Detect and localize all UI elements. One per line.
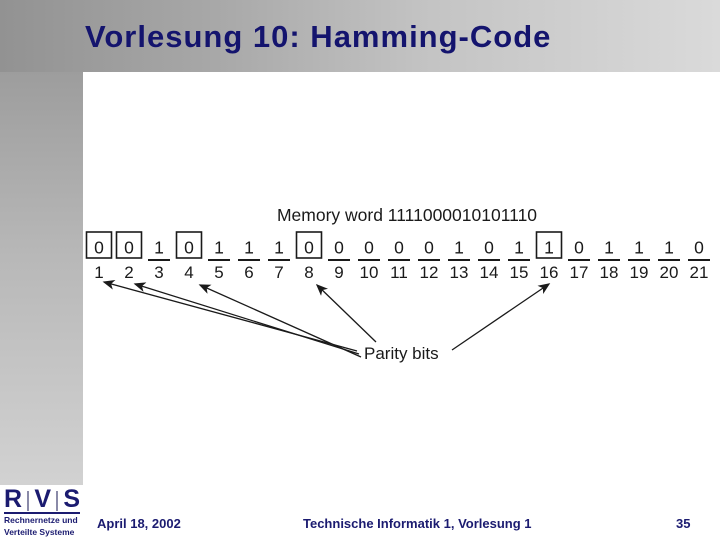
bit-position-number: 9 — [334, 263, 343, 282]
bit-digit: 1 — [274, 238, 284, 258]
bit-digit: 1 — [214, 238, 224, 258]
bit-position-number: 13 — [450, 263, 469, 282]
parity-arrow — [315, 283, 377, 343]
bit-position-number: 20 — [660, 263, 679, 282]
slide-title: Vorlesung 10: Hamming-Code — [85, 19, 552, 54]
bit-position-number: 3 — [154, 263, 163, 282]
bit-digit: 0 — [484, 238, 494, 258]
rvs-logo: R V S Rechnernetze und Verteilte Systeme — [4, 487, 84, 537]
parity-arrows — [102, 279, 551, 358]
bit-digit: 0 — [94, 238, 104, 258]
bit-digit: 1 — [604, 238, 614, 258]
logo-letter-s: S — [63, 485, 80, 513]
bit-digit: 1 — [664, 238, 674, 258]
parity-bit-box — [535, 231, 563, 259]
bit-digit: 0 — [334, 238, 344, 258]
bit-digit: 0 — [424, 238, 434, 258]
bit-digit: 1 — [514, 238, 524, 258]
parity-arrow — [102, 279, 358, 352]
bit-position-number: 6 — [244, 263, 253, 282]
bit-position-number: 5 — [214, 263, 223, 282]
bit-digit: 1 — [544, 238, 554, 258]
bit-position-number: 15 — [510, 263, 529, 282]
logo-subtitle-line1: Rechnernetze und — [4, 515, 78, 525]
footer-date: April 18, 2002 — [97, 516, 181, 531]
bit-position-number: 19 — [630, 263, 649, 282]
bit-position-number: 12 — [420, 263, 439, 282]
bit-digit: 1 — [454, 238, 464, 258]
parity-bit-box — [295, 231, 323, 259]
bit-cells: 0102130415161708090100110121130141151160… — [85, 231, 710, 282]
bit-position-number: 18 — [600, 263, 619, 282]
parity-bit-box — [85, 231, 113, 259]
diagram-svg: Memory word 1111000010101110 01021304151… — [85, 205, 710, 363]
bit-digit: 0 — [304, 238, 314, 258]
logo-letter-r: R — [4, 485, 23, 513]
parity-arrow — [133, 282, 360, 355]
memory-word-label: Memory word 1111000010101110 — [277, 205, 537, 225]
parity-arrow — [198, 284, 362, 358]
bit-digit: 0 — [574, 238, 584, 258]
bit-position-number: 17 — [570, 263, 589, 282]
rvs-logo-letters: R V S — [4, 487, 80, 514]
parity-bits-label: Parity bits — [364, 344, 439, 363]
footer-page-number: 35 — [676, 516, 691, 531]
bit-digit: 0 — [694, 238, 704, 258]
logo-letter-v: V — [34, 485, 52, 513]
bit-digit: 1 — [154, 238, 164, 258]
parity-arrow — [451, 283, 551, 351]
bit-digit: 0 — [184, 238, 194, 258]
logo-subtitle-line2: Verteilte Systeme — [4, 526, 75, 537]
parity-bit-box — [175, 231, 203, 259]
bit-position-number: 11 — [390, 263, 408, 282]
footer-course-title: Technische Informatik 1, Vorlesung 1 — [303, 516, 532, 531]
logo-separator-bar — [27, 491, 30, 511]
bit-position-number: 8 — [304, 263, 313, 282]
bit-digit: 1 — [244, 238, 254, 258]
bit-position-number: 4 — [184, 263, 193, 282]
bit-position-number: 16 — [540, 263, 559, 282]
bit-digit: 0 — [124, 238, 134, 258]
bit-position-number: 7 — [274, 263, 283, 282]
bit-position-number: 14 — [480, 263, 499, 282]
bit-digit: 0 — [394, 238, 404, 258]
bit-position-number: 21 — [690, 263, 709, 282]
parity-bit-box — [115, 231, 143, 259]
slide-gradient-left-column — [0, 72, 83, 485]
bit-position-number: 10 — [360, 263, 379, 282]
logo-separator-bar — [56, 491, 59, 511]
bit-position-number: 1 — [94, 263, 103, 282]
bit-digit: 1 — [634, 238, 644, 258]
bit-digit: 0 — [364, 238, 374, 258]
slide-gradient-top-band — [0, 0, 720, 72]
bit-position-number: 2 — [124, 263, 133, 282]
